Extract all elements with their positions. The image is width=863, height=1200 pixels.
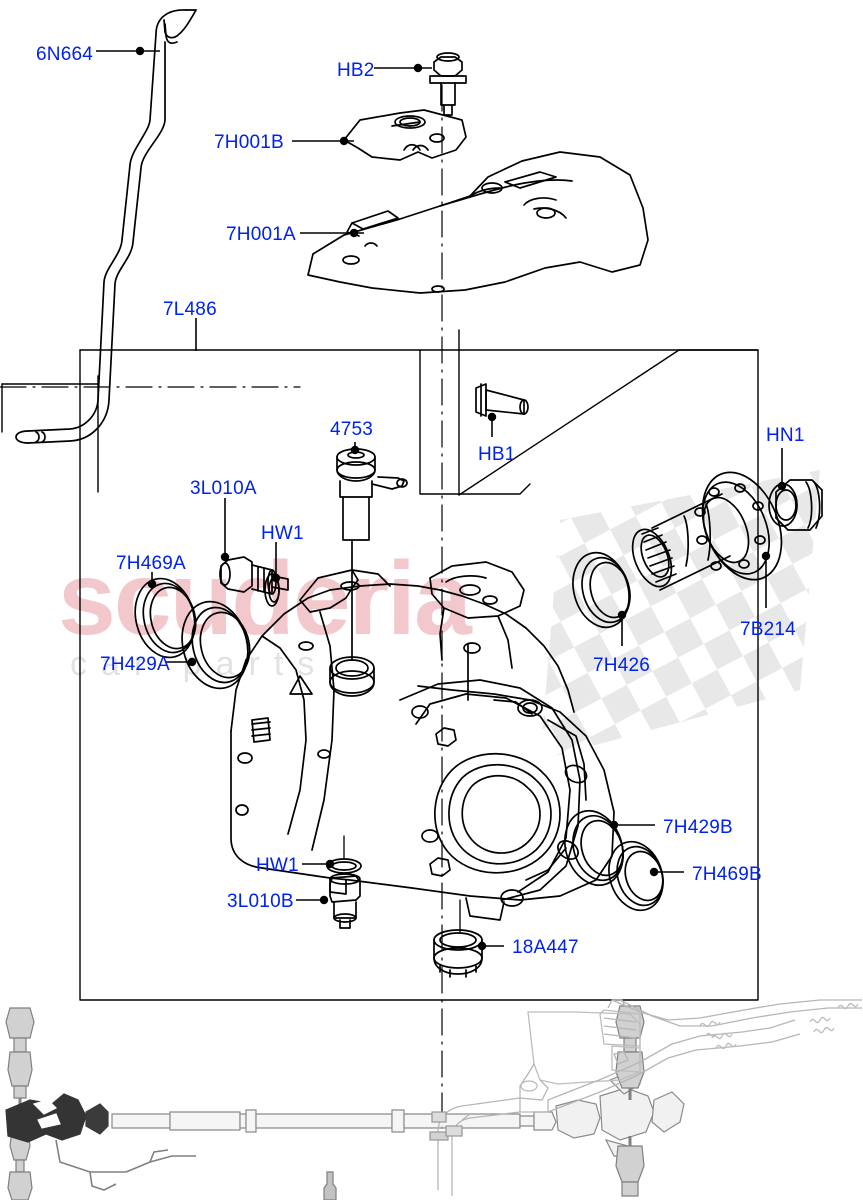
part-hb1-bolt [475,383,529,417]
callout-3l010b[interactable]: 3L010B [227,891,294,912]
callout-7h429b[interactable]: 7H429B [663,817,733,838]
callout-hw1-lower[interactable]: HW1 [256,855,299,876]
callout-7h469a[interactable]: 7H469A [116,553,186,574]
leader-lines [96,46,787,951]
callout-7h001b[interactable]: 7H001B [214,132,284,153]
part-hb2-bolt [429,52,467,116]
part-7h429b-retainer [564,809,624,887]
callout-7h426[interactable]: 7H426 [593,655,650,676]
callout-7h469b[interactable]: 7H469B [692,864,762,885]
part-3l010b-breather-valve [329,873,361,929]
part-7h426-oil-seal [572,551,631,629]
ghost-steering-rack-assembly [5,1005,685,1200]
part-18a447-plug-seal [433,929,483,978]
part-7h469a-seal [134,577,197,659]
callout-hb1[interactable]: HB1 [478,444,516,465]
callout-7h001a[interactable]: 7H001A [226,224,296,245]
ghost-hydraulic-hose-assembly [429,999,862,1196]
part-6n664-breather-hose [15,9,197,444]
part-7h469b-seal [608,840,664,912]
part-7l486-differential-housing [230,559,615,921]
part-7h429a-retainer [181,600,251,690]
callout-7b214[interactable]: 7B214 [740,619,796,640]
callout-4753[interactable]: 4753 [330,419,374,440]
callout-hw1-upper[interactable]: HW1 [261,523,304,544]
part-4753-sensor [336,448,408,561]
part-7b214-stub-shaft [631,471,823,591]
callout-18a447[interactable]: 18A447 [512,937,579,958]
group-box-7l486 [1,329,759,1001]
callout-hn1[interactable]: HN1 [766,425,805,446]
watermark-checkered-flag [540,470,820,760]
hb1-inset-box [419,349,531,495]
part-7h001a-lower-shield [307,151,649,294]
callout-hb2[interactable]: HB2 [337,60,375,81]
callout-7h429a[interactable]: 7H429A [100,654,170,675]
callout-7l486[interactable]: 7L486 [163,299,217,320]
callout-6n664[interactable]: 6N664 [36,44,93,65]
callout-3l010a[interactable]: 3L010A [190,478,257,499]
part-7h001b-upper-shield [343,109,467,161]
